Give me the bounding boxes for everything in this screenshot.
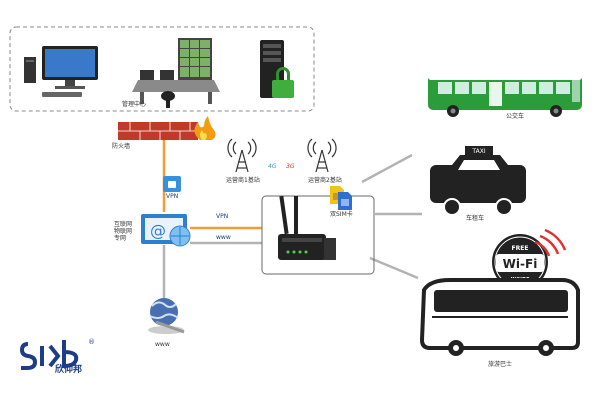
firewall-icon xyxy=(118,116,216,140)
tower-icon xyxy=(307,138,337,173)
bus-label: 公交车 xyxy=(506,113,525,120)
www-globe-icon xyxy=(148,298,185,334)
tower-icon xyxy=(227,138,257,173)
www-grey-lines xyxy=(162,153,422,300)
lock-icon xyxy=(163,166,181,192)
sim-card-icon xyxy=(330,186,352,210)
net-4g-label: 4G xyxy=(268,163,277,170)
base-station-1-label: 运营商1基站 xyxy=(226,177,260,184)
base-station-2-label: 运营商2基站 xyxy=(308,177,342,184)
wifi-free-text: FREE xyxy=(512,245,529,252)
pc-icon xyxy=(24,46,98,97)
www-bottom-label: www xyxy=(155,341,170,348)
vpn-right-label: VPN xyxy=(216,213,229,220)
firewall-label: 防火墙 xyxy=(112,143,131,150)
monitoring-desk-icon xyxy=(132,38,220,108)
net-3g-label: 3G xyxy=(286,163,295,170)
iot-line-label: 互联网 物联网 专网 xyxy=(114,221,133,242)
svg-text:@: @ xyxy=(150,221,166,240)
vpn-upper-label: VPN xyxy=(166,193,179,200)
mail-globe-icon: @ xyxy=(141,214,191,247)
wifi-badge-icon xyxy=(492,228,567,290)
bus-icon xyxy=(428,74,582,117)
management-center-frame xyxy=(9,26,315,112)
brand-name: 欣仰邦 xyxy=(55,365,83,375)
taxi-label: 车租车 xyxy=(466,215,485,222)
dual-sim-label: 双SIM卡 xyxy=(330,211,353,218)
coach-label: 旅游巴士 xyxy=(488,361,513,368)
vpn-orange-lines xyxy=(162,140,262,230)
wifi-brand-text: Wi-Fi xyxy=(503,257,538,271)
router-icon xyxy=(278,195,336,260)
www-right-label: www xyxy=(216,234,231,241)
server-lock-icon xyxy=(260,40,294,98)
brand-registered-mark: ® xyxy=(88,338,95,346)
management-center-label: 管理中心 xyxy=(122,101,147,108)
taxi-sign-text: TAXI xyxy=(471,148,485,155)
brand-logo-icon: ® xyxy=(19,338,95,370)
taxi-icon xyxy=(430,146,526,216)
router-panel xyxy=(261,195,375,275)
coach-bus-icon xyxy=(419,278,580,356)
